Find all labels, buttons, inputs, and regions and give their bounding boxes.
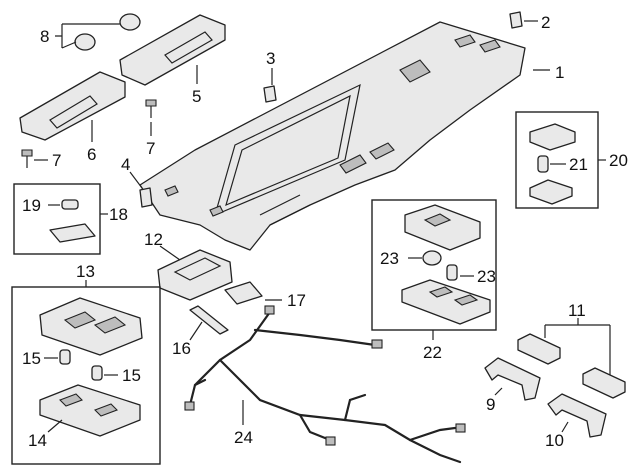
lens-base-part-22	[401, 279, 491, 325]
handle-bracket-11a	[517, 333, 561, 365]
callout-14: 14	[28, 431, 47, 450]
headliner-part	[139, 21, 526, 251]
clip-part-4	[139, 187, 153, 208]
callout-5: 5	[192, 87, 201, 106]
lamp-base-part-20	[529, 179, 573, 205]
screw-part-7b	[21, 149, 33, 168]
callout-19: 19	[22, 196, 41, 215]
lamp-assembly-18	[49, 223, 96, 243]
sun-visor-left	[19, 71, 126, 141]
callout-18: 18	[109, 205, 128, 224]
bulb-part-15a	[59, 349, 71, 365]
callout-6: 6	[87, 145, 96, 164]
console-lower-part-14	[39, 384, 141, 437]
callout-7a: 7	[146, 139, 155, 158]
callout-23b: 23	[477, 267, 496, 286]
callout-15b: 15	[122, 366, 141, 385]
callout-23a: 23	[380, 249, 399, 268]
grab-handle-9	[484, 357, 541, 401]
callout-7b: 7	[52, 151, 61, 170]
bracket-part-3	[263, 85, 277, 103]
group-box-18	[13, 183, 101, 255]
callout-10: 10	[545, 431, 564, 450]
callout-4: 4	[121, 155, 130, 174]
callout-16: 16	[172, 339, 191, 358]
map-lamp-part-12	[157, 249, 233, 301]
callout-3: 3	[266, 49, 275, 68]
callout-2: 2	[541, 13, 550, 32]
screw-part-7a	[145, 99, 157, 118]
bulb-part-23b	[446, 264, 458, 281]
visor-holder-part	[74, 13, 141, 51]
callout-21: 21	[569, 155, 588, 174]
console-upper-part-13	[39, 297, 143, 356]
grab-handle-10	[547, 393, 607, 438]
callout-8: 8	[40, 27, 49, 46]
callout-20: 20	[609, 151, 628, 170]
callout-1: 1	[555, 63, 564, 82]
reading-lamp-part-20	[529, 123, 576, 151]
sun-visor-right	[119, 14, 226, 86]
lens-part-17	[224, 281, 263, 305]
bulb-part-19	[61, 199, 79, 210]
callout-22: 22	[423, 343, 442, 362]
callout-15a: 15	[22, 349, 41, 368]
overhead-console-part-22	[404, 204, 481, 251]
bulb-part-23a	[422, 250, 442, 266]
callout-13: 13	[76, 262, 95, 281]
clip-part-2	[509, 11, 523, 29]
bulb-part-15b	[91, 365, 103, 381]
group-box-22	[371, 199, 497, 331]
callout-24: 24	[234, 428, 253, 447]
handle-bracket-11b	[582, 367, 626, 399]
trim-strip-16	[189, 305, 229, 335]
callout-9: 9	[486, 395, 495, 414]
wiring-harness-24	[184, 305, 466, 464]
bulb-part-21	[537, 155, 549, 173]
callout-12: 12	[144, 230, 163, 249]
callout-17: 17	[287, 291, 306, 310]
callout-11: 11	[568, 301, 586, 320]
